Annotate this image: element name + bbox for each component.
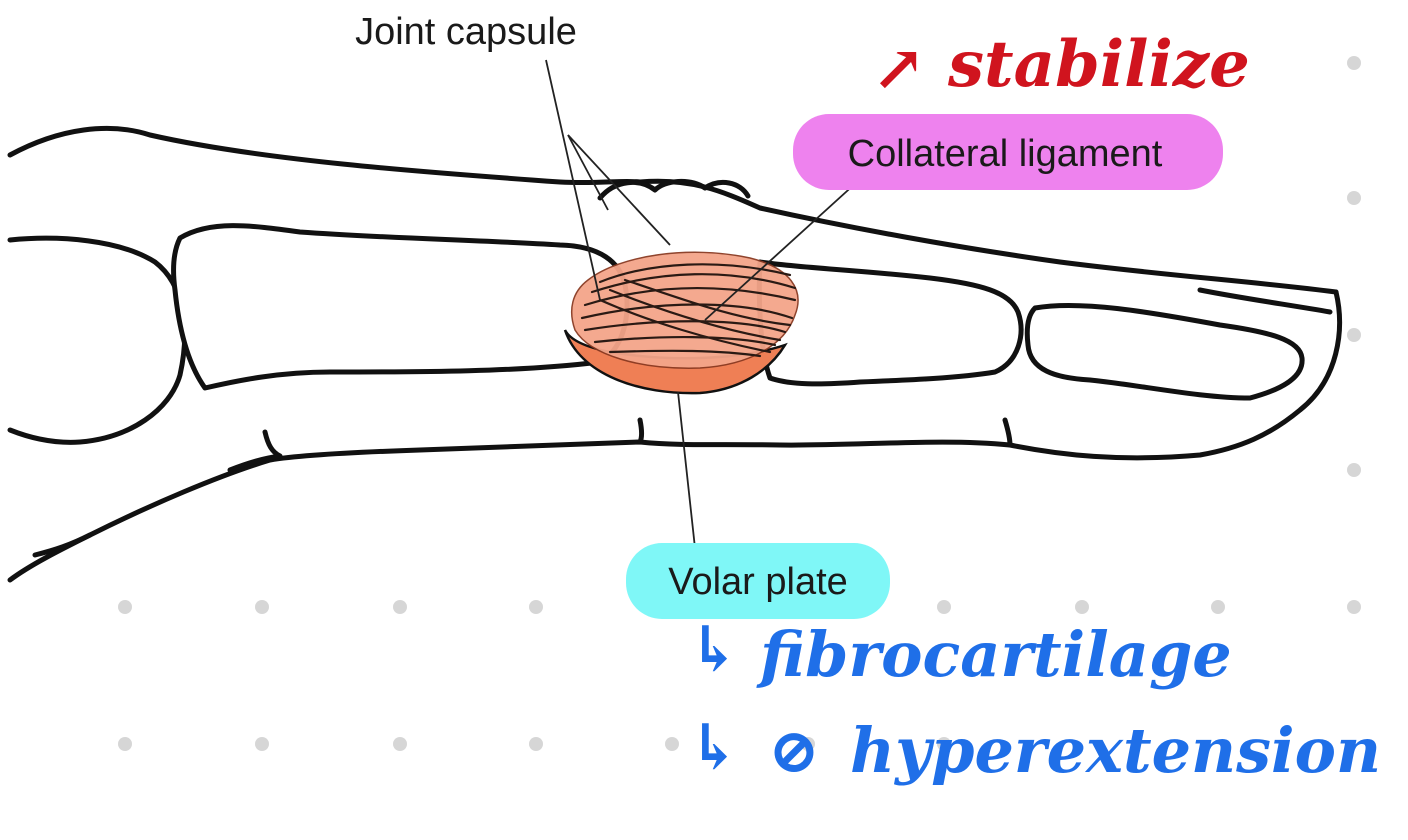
extensor-bumps [597, 179, 751, 201]
volar-plate-highlight [626, 543, 890, 619]
grid-dot [393, 737, 407, 751]
grid-dot [529, 737, 543, 751]
collateral-ligament-highlight [793, 114, 1223, 190]
fibrocartilage-note: fibrocartilage [756, 618, 1232, 691]
grid-dot [1347, 56, 1361, 70]
grid-dot [529, 600, 543, 614]
grid-dot [255, 737, 269, 751]
palm-crease [32, 417, 1013, 558]
grid-dot [1347, 463, 1361, 477]
finger-tip-outline [1007, 289, 1343, 461]
grid-dot [393, 600, 407, 614]
grid-dot [665, 737, 679, 751]
blue-arrow-glyph-1: ↳ [688, 612, 740, 685]
proximal-phalanx [171, 223, 630, 391]
metacarpal-head [7, 235, 188, 445]
grid-dot [1211, 600, 1225, 614]
blue-arrow-glyph-2: ↳ [688, 710, 740, 783]
grid-dot [118, 737, 132, 751]
hyperextension-note: hyperextension [850, 714, 1381, 787]
volar-plate-label: Volar plate [668, 561, 848, 603]
nail-line [1197, 287, 1333, 315]
finger-dorsal-outline [7, 125, 1339, 295]
grid-dot [801, 737, 815, 751]
grid-dot [1075, 600, 1089, 614]
grid-dot [937, 737, 951, 751]
collateral-ligament-label: Collateral ligament [848, 133, 1163, 175]
red-arrow-glyph: ↗ [872, 31, 926, 106]
leader-lines [545, 59, 869, 549]
grid-dot [255, 600, 269, 614]
distal-phalanx [1024, 302, 1305, 401]
finger-volar-outline [7, 439, 1013, 583]
grid-dot [1347, 191, 1361, 205]
ligament-fibers [580, 263, 797, 358]
grid-dot [118, 600, 132, 614]
middle-phalanx [756, 259, 1024, 387]
stabilize-note: stabilize [947, 27, 1250, 102]
joint-capsule-label: Joint capsule [355, 11, 577, 53]
grid-dot [1347, 600, 1361, 614]
grid-dot [1347, 328, 1361, 342]
prevent-symbol: ⊘ [768, 714, 820, 787]
grid-dot [937, 600, 951, 614]
